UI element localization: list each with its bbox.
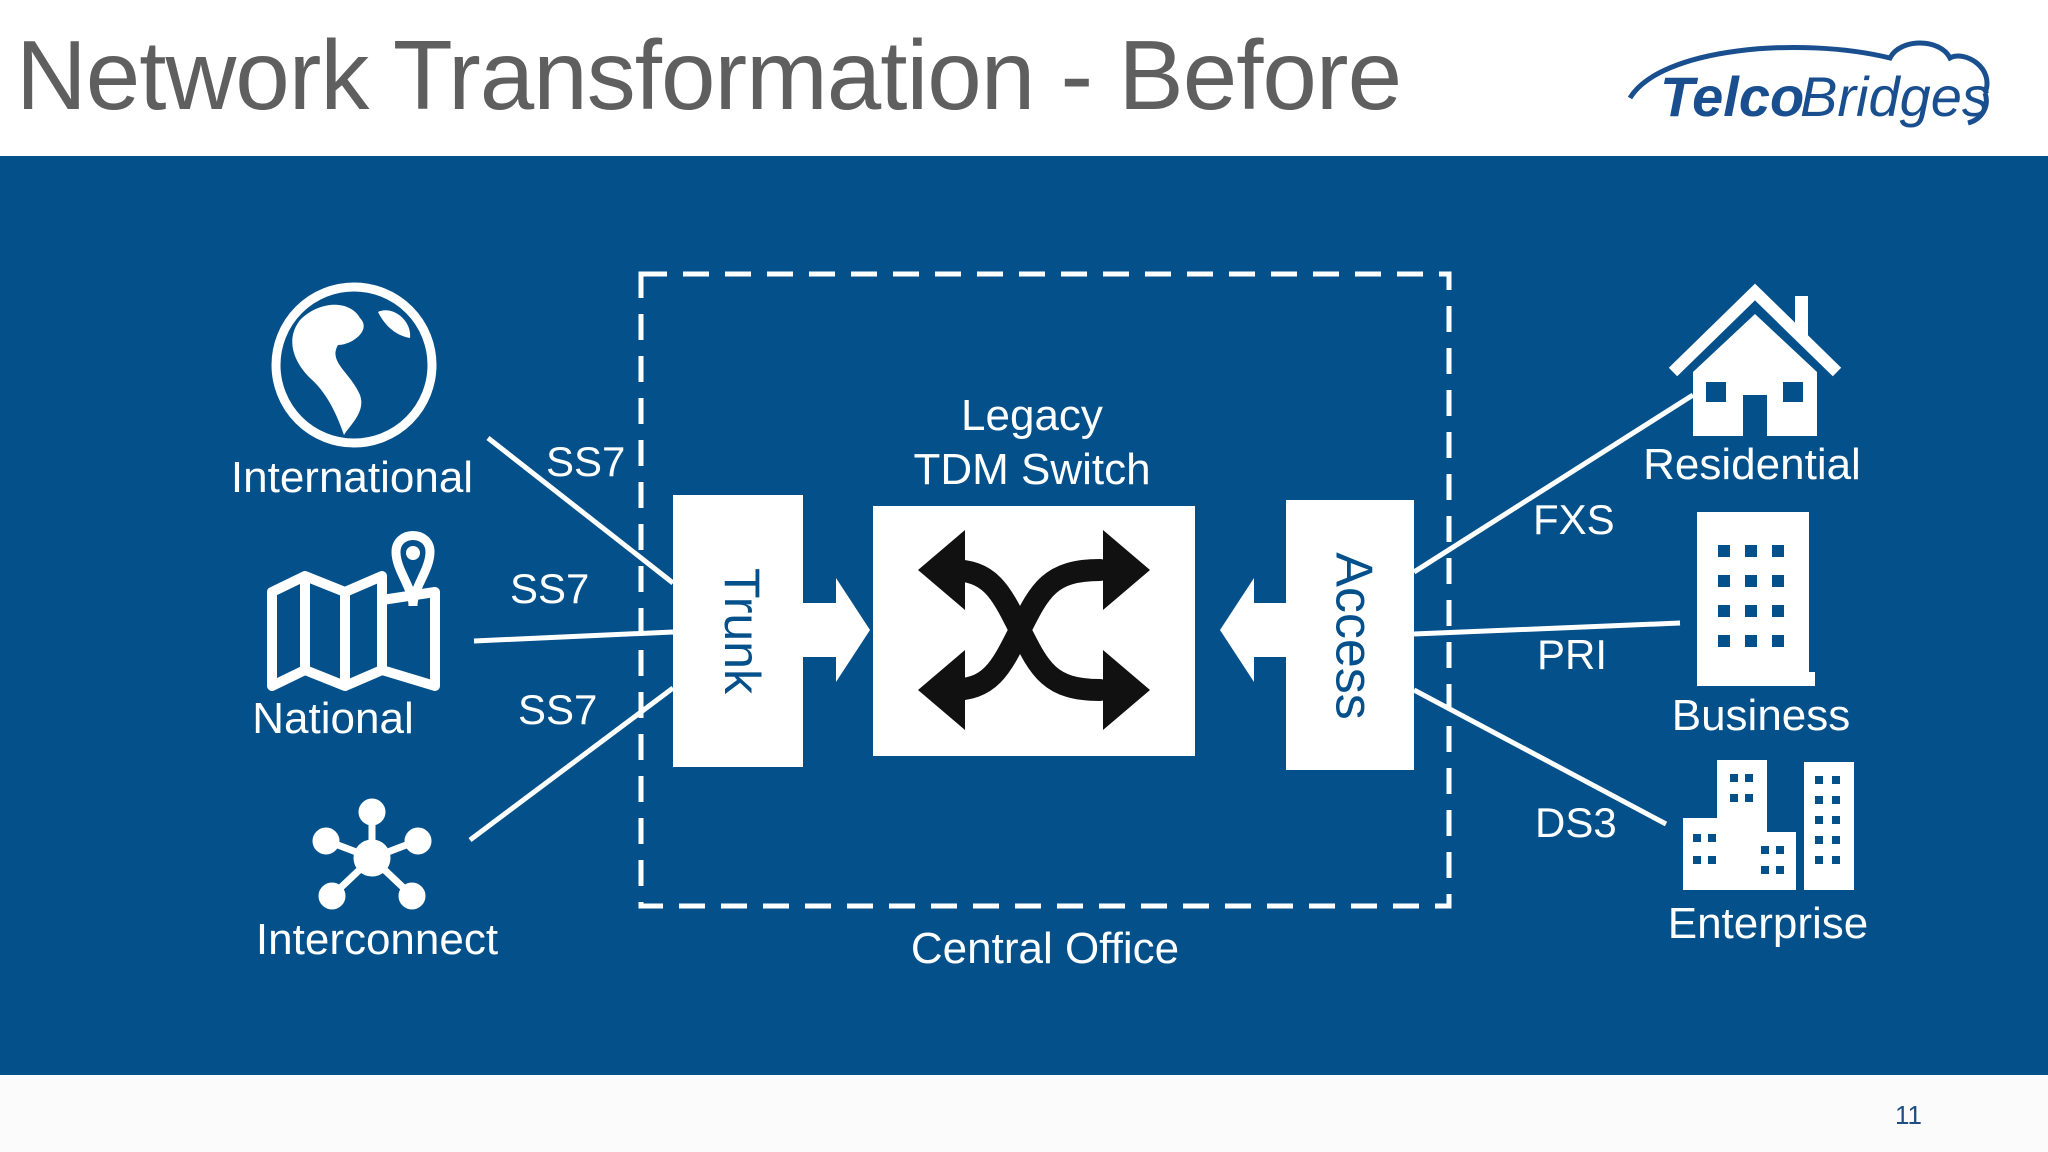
tdm-switch-box <box>873 506 1195 756</box>
node-label-interconnect: Interconnect <box>256 915 498 964</box>
access-label: Access <box>1324 552 1382 720</box>
link-international <box>486 436 675 585</box>
central-office-label: Central Office <box>911 924 1179 973</box>
network-hub-icon <box>312 798 432 910</box>
switch-crossing-arrows-icon <box>939 559 1111 701</box>
link-label-enterprise: DS3 <box>1535 799 1617 846</box>
node-label-international: International <box>231 453 473 502</box>
globe-icon <box>271 282 437 448</box>
trunk-label: Trunk <box>714 568 770 695</box>
link-label-interconnect: SS7 <box>518 686 597 733</box>
office-building-icon <box>1697 512 1815 686</box>
link-label-national: SS7 <box>510 565 589 612</box>
link-label-residential: FXS <box>1533 496 1615 543</box>
trunk-box: Trunk <box>673 495 803 767</box>
house-icon <box>1668 283 1842 436</box>
trunk-arrow-icon <box>803 578 870 682</box>
node-label-residential: Residential <box>1643 440 1861 489</box>
map-pin-icon <box>267 531 440 691</box>
access-box: Access <box>1286 500 1414 770</box>
node-label-national: National <box>252 694 413 743</box>
link-label-business: PRI <box>1537 631 1607 678</box>
node-label-enterprise: Enterprise <box>1668 899 1869 948</box>
slide-title: Network Transformation - Before <box>16 20 1402 130</box>
logo-text-telco: Telco <box>1660 65 1804 128</box>
link-label-international: SS7 <box>546 438 625 485</box>
link-interconnect <box>468 685 675 843</box>
central-office-boundary <box>638 271 1452 909</box>
logo-text-bridges: Bridges <box>1800 65 1990 128</box>
telcobridges-logo: Telco Bridges <box>1627 40 1990 128</box>
access-arrow-icon <box>1220 578 1287 682</box>
link-business <box>1413 620 1681 637</box>
footer-bar <box>0 1075 2048 1152</box>
link-enterprise <box>1412 687 1668 827</box>
city-buildings-icon <box>1683 760 1854 890</box>
switch-label-line1: Legacy <box>961 391 1103 440</box>
node-label-business: Business <box>1672 691 1851 740</box>
page-number: 11 <box>1895 1100 1922 1130</box>
link-national <box>473 629 674 644</box>
link-residential <box>1412 392 1695 575</box>
switch-label-line2: TDM Switch <box>913 445 1150 494</box>
